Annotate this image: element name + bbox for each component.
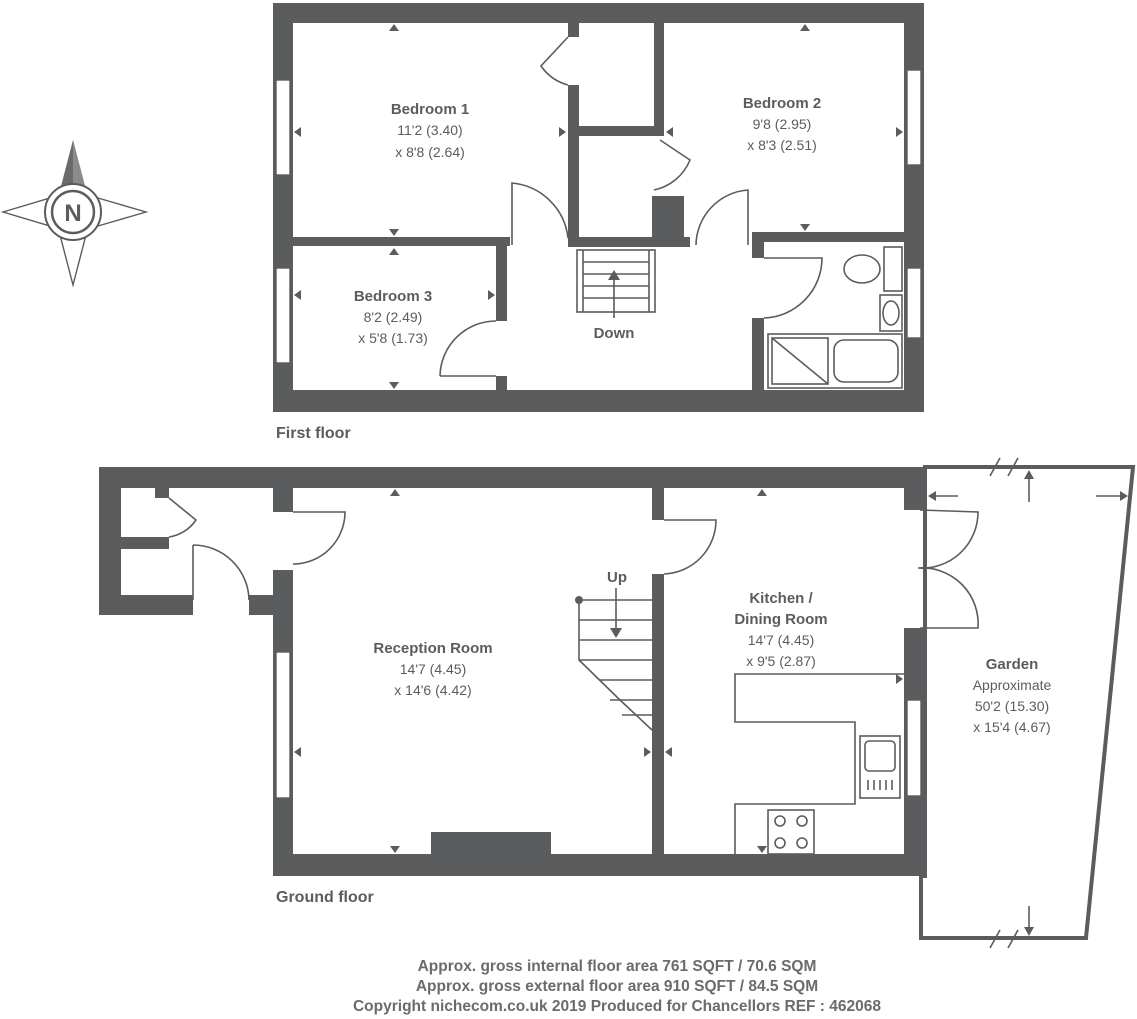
bedroom-1-label: Bedroom 1 11'2 (3.40) x 8'8 (2.64): [391, 101, 469, 160]
bedroom-1-dim1: 11'2 (3.40): [397, 122, 462, 138]
first-floor-stairs-label: Down: [594, 325, 635, 342]
ground-floor-dimension-markers: [294, 489, 903, 853]
copyright-line: Copyright nichecom.co.uk 2019 Produced f…: [353, 998, 881, 1015]
bedroom-2-dim1: 9'8 (2.95): [753, 116, 812, 132]
first-floor-plan: Down: [273, 3, 924, 442]
garden-outline: [919, 457, 1136, 949]
bath-icon: [767, 333, 903, 389]
bedroom-2-name: Bedroom 2: [743, 95, 821, 112]
kitchen-dim1: 14'7 (4.45): [748, 632, 815, 648]
reception-room-name: Reception Room: [373, 640, 492, 657]
ground-floor-stairs: [575, 588, 653, 731]
bedroom-1-dim2: x 8'8 (2.64): [395, 144, 465, 160]
bedroom-3-label: Bedroom 3 8'2 (2.49) x 5'8 (1.73): [354, 288, 432, 346]
kitchen-dim2: x 9'5 (2.87): [746, 653, 816, 669]
garden-note: Approximate: [973, 677, 1052, 693]
bedroom-3-dim2: x 5'8 (1.73): [358, 330, 428, 346]
ground-floor-plan: Up: [99, 457, 1136, 949]
hob-icon: [767, 809, 815, 855]
bedroom-3-dim1: 8'2 (2.49): [364, 309, 423, 325]
kitchen-worktop: [734, 673, 904, 854]
garden-dim2: x 15'4 (4.67): [973, 719, 1050, 735]
external-floor-area: Approx. gross external floor area 910 SQ…: [416, 978, 818, 995]
kitchen-name-line2: Dining Room: [734, 611, 827, 628]
toilet-icon: [843, 246, 903, 292]
sink-icon: [859, 735, 901, 799]
reception-room-dim1: 14'7 (4.45): [400, 661, 467, 677]
ground-floor-stairs-label: Up: [607, 569, 627, 586]
bedroom-3-name: Bedroom 3: [354, 288, 432, 305]
footer-info: Approx. gross internal floor area 761 SQ…: [353, 958, 881, 1015]
first-floor-dimension-markers: [294, 24, 903, 389]
reception-room-label: Reception Room 14'7 (4.45) x 14'6 (4.42): [373, 640, 492, 698]
bedroom-2-label: Bedroom 2 9'8 (2.95) x 8'3 (2.51): [743, 95, 821, 153]
garden-name: Garden: [986, 656, 1039, 673]
kitchen-dining-label: Kitchen / Dining Room 14'7 (4.45) x 9'5 …: [734, 590, 827, 669]
compass-rose-icon: N: [0, 140, 149, 288]
kitchen-name-line1: Kitchen /: [749, 590, 813, 607]
compass-north-letter: N: [64, 200, 81, 227]
first-floor-label: First floor: [276, 425, 351, 442]
bedroom-2-dim2: x 8'3 (2.51): [747, 137, 817, 153]
internal-floor-area: Approx. gross internal floor area 761 SQ…: [418, 958, 817, 975]
basin-icon: [879, 294, 903, 332]
garden-label: Garden Approximate 50'2 (15.30) x 15'4 (…: [973, 656, 1052, 735]
bedroom-1-name: Bedroom 1: [391, 101, 469, 118]
reception-room-dim2: x 14'6 (4.42): [394, 682, 471, 698]
garden-dim1: 50'2 (15.30): [975, 698, 1049, 714]
ground-floor-label: Ground floor: [276, 889, 374, 906]
